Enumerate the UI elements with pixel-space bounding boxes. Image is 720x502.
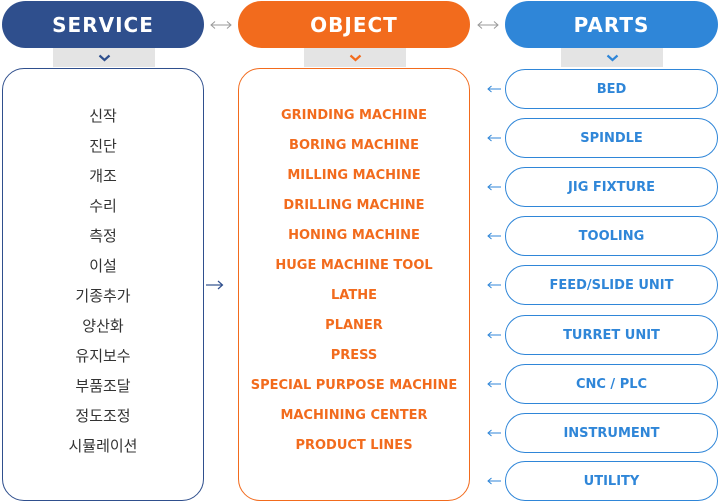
service-item: 양산화 — [82, 317, 124, 335]
object-item: GRINDING MACHINE — [280, 108, 428, 123]
arrow-left-icon — [487, 477, 501, 485]
object-item: SPECIAL PURPOSE MACHINE — [250, 378, 458, 393]
service-item: 개조 — [89, 167, 117, 185]
service-panel: 신작 진단 개조 수리 측정 이설 기종추가 양산화 유지보수 부품조달 정도조… — [2, 68, 204, 501]
service-header: SERVICE — [2, 1, 204, 48]
arrow-left-icon — [487, 281, 501, 289]
object-item: BORING MACHINE — [289, 138, 419, 153]
service-tab — [53, 48, 155, 67]
object-item: PLANER — [325, 318, 383, 333]
arrow-left-icon — [487, 183, 501, 191]
service-item: 이설 — [89, 257, 117, 275]
object-item: DRILLING MACHINE — [283, 198, 425, 213]
object-panel: GRINDING MACHINE BORING MACHINE MILLING … — [238, 68, 470, 501]
part-item: BED — [505, 69, 718, 109]
double-arrow-icon — [210, 21, 232, 29]
arrow-left-icon — [487, 331, 501, 339]
object-header: OBJECT — [238, 1, 470, 48]
service-item: 유지보수 — [75, 347, 131, 365]
chevron-down-icon — [98, 54, 110, 61]
chevron-down-icon — [606, 54, 618, 61]
object-item: HUGE MACHINE TOOL — [275, 258, 433, 273]
part-item: UTILITY — [505, 461, 718, 501]
parts-header: PARTS — [505, 1, 718, 48]
object-item: HONING MACHINE — [288, 228, 420, 243]
arrow-left-icon — [487, 380, 501, 388]
object-item: MACHINING CENTER — [280, 408, 428, 423]
object-item: LATHE — [331, 288, 377, 303]
arrow-left-icon — [487, 134, 501, 142]
arrow-left-icon — [487, 85, 501, 93]
service-item: 수리 — [89, 197, 117, 215]
service-item: 정도조정 — [75, 407, 131, 425]
service-item: 기종추가 — [75, 287, 131, 305]
double-arrow-icon — [477, 21, 499, 29]
service-item: 진단 — [89, 137, 117, 155]
object-item: PRESS — [330, 348, 378, 363]
part-item: FEED/SLIDE UNIT — [505, 265, 718, 305]
parts-tab — [561, 48, 663, 67]
part-item: CNC / PLC — [505, 364, 718, 404]
arrow-left-icon — [487, 232, 501, 240]
object-tab — [304, 48, 406, 67]
part-item: SPINDLE — [505, 118, 718, 158]
service-item: 부품조달 — [75, 377, 131, 395]
part-item: INSTRUMENT — [505, 413, 718, 453]
arrow-right-icon — [206, 280, 224, 290]
part-item: JIG FIXTURE — [505, 167, 718, 207]
chevron-down-icon — [349, 54, 361, 61]
service-item: 측정 — [89, 227, 117, 245]
object-item: MILLING MACHINE — [287, 168, 421, 183]
part-item: TURRET UNIT — [505, 315, 718, 355]
service-item: 신작 — [89, 107, 117, 125]
object-item: PRODUCT LINES — [295, 438, 413, 453]
service-item: 시뮬레이션 — [68, 437, 138, 455]
part-item: TOOLING — [505, 216, 718, 256]
arrow-left-icon — [487, 429, 501, 437]
